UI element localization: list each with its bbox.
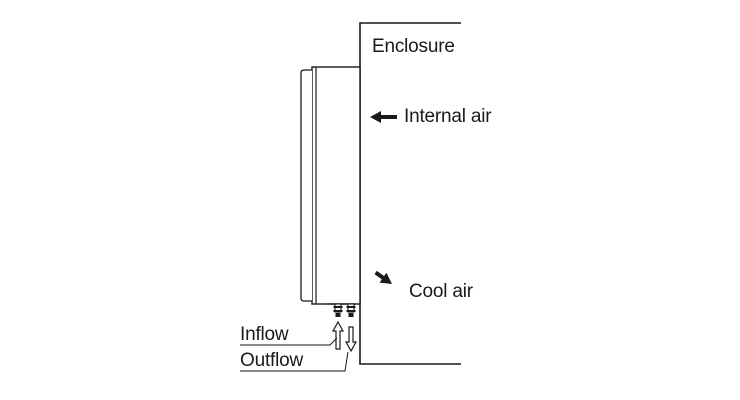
cooler-outer-panel (311, 66, 361, 305)
inflow-leader-line (240, 337, 338, 346)
outflow-leader-line (240, 351, 349, 372)
inflow-arrow-icon (331, 320, 345, 350)
enclosure-label: Enclosure (372, 36, 455, 57)
cool-air-arrow-icon (374, 270, 392, 284)
cooler-unit (300, 66, 361, 305)
cooler-front-cover (300, 69, 312, 302)
internal-air-arrow-icon (370, 111, 397, 123)
outflow-arrow-icon (344, 326, 358, 353)
internal-air-label: Internal air (404, 106, 492, 127)
outflow-label: Outflow (240, 350, 304, 371)
inflow-label: Inflow (240, 324, 289, 345)
cool-air-label: Cool air (409, 281, 473, 302)
enclosure-wall (359, 22, 461, 365)
hose-fittings (333, 303, 356, 317)
